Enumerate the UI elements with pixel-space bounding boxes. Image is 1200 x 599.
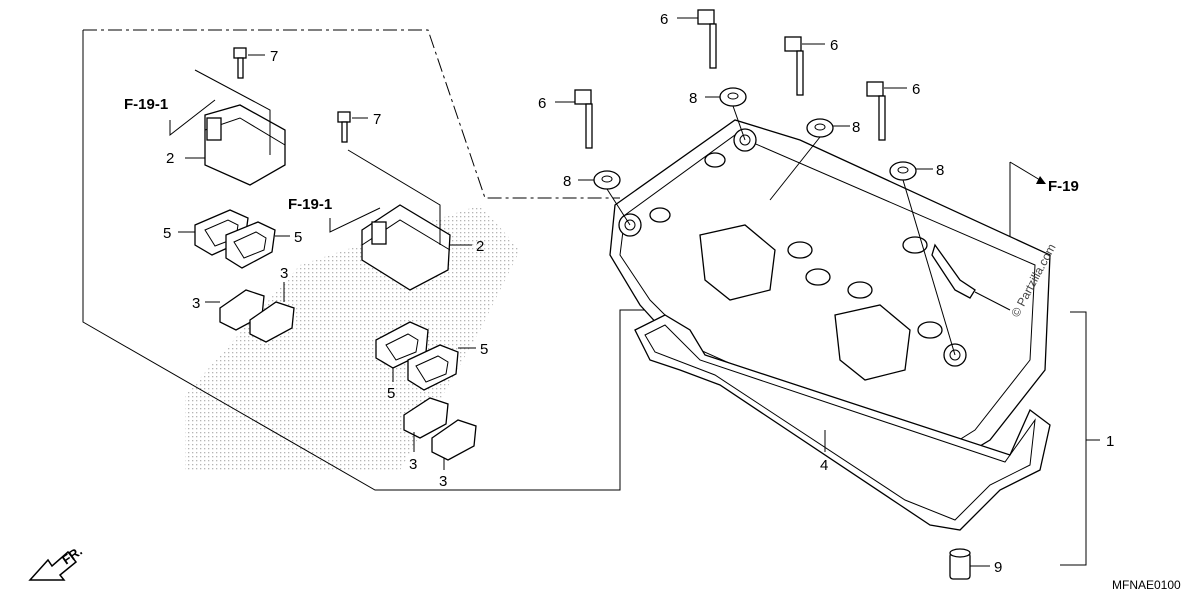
- left-assembly-frame: [83, 29, 620, 199]
- callout-3-c: 3: [409, 456, 417, 473]
- callout-3-b: 3: [280, 265, 288, 282]
- f19-1-pointer-left-b: [169, 99, 216, 137]
- callout-8-a: 8: [563, 173, 571, 190]
- callout-6-c: 6: [830, 37, 838, 54]
- bolt-part-7-b: [337, 111, 368, 143]
- bolt-part-6-a: [555, 89, 593, 149]
- gasket-inner-edge: [644, 324, 1036, 521]
- guide-bolt-a: [606, 188, 631, 226]
- bolt-part-6-c: [784, 36, 825, 96]
- part-9-plug: [949, 548, 990, 580]
- f19-1-pointer-right-b: [329, 207, 381, 233]
- callout-3-a: 3: [192, 295, 200, 312]
- callout-8-b: 8: [689, 90, 697, 107]
- callout-9: 9: [994, 559, 1002, 576]
- diagram-code: MFNAE0100: [1112, 578, 1181, 592]
- callout-5-d: 5: [387, 385, 395, 402]
- callout-7-a: 7: [270, 48, 278, 65]
- breather-cover-right: [361, 204, 472, 291]
- f19-arrowhead: [1036, 176, 1046, 184]
- ref-f19-1-left: F-19-1: [124, 96, 168, 113]
- callout-8-d: 8: [936, 162, 944, 179]
- callout-6-b: 6: [660, 11, 668, 28]
- callout-5-b: 5: [294, 229, 302, 246]
- right-bracket-1: [1060, 311, 1087, 566]
- washer-part-8-a: [578, 170, 621, 190]
- callout-1: 1: [1106, 433, 1114, 450]
- bolt-part-6-d: [866, 81, 907, 141]
- reed-valve-part-3-c: [403, 397, 449, 452]
- callout-5-a: 5: [163, 225, 171, 242]
- head-cover-gasket: [634, 314, 1051, 531]
- bolt-part-7-a: [233, 47, 265, 79]
- front-direction-arrow: [28, 550, 78, 581]
- reed-valve-part-3-b: [249, 282, 295, 343]
- left-assembly-frame-lower: [82, 30, 700, 491]
- f19-1-pointer-right: [347, 149, 441, 245]
- callout-6-d: 6: [912, 81, 920, 98]
- callout-2-right: 2: [476, 238, 484, 255]
- guide-bolt-c: [769, 136, 821, 201]
- callout-2-left: 2: [166, 150, 174, 167]
- callout-8-c: 8: [852, 119, 860, 136]
- callout-6-a: 6: [538, 95, 546, 112]
- ref-f19-1-right: F-19-1: [288, 196, 332, 213]
- guide-bolt-d: [902, 179, 956, 356]
- callout-3-d: 3: [439, 473, 447, 490]
- callout-7-b: 7: [373, 111, 381, 128]
- f19-1-pointer-left: [194, 69, 271, 155]
- washer-part-8-d: [889, 161, 933, 181]
- washer-part-8-c: [806, 118, 850, 138]
- f19-arrow-line: [1009, 161, 1041, 181]
- reed-plate-part-5-d: [407, 344, 476, 391]
- cylinder-head-cover: [609, 119, 1051, 471]
- bolt-part-6-b: [677, 9, 717, 69]
- reed-valve-part-3-d: [431, 419, 477, 470]
- reed-plate-part-5-b: [225, 221, 290, 269]
- washer-part-8-b: [705, 87, 747, 107]
- guide-bolt-b: [732, 105, 746, 141]
- callout-5-c: 5: [480, 341, 488, 358]
- callout-4: 4: [820, 457, 828, 474]
- ref-f19: F-19: [1048, 178, 1079, 195]
- breather-cover-left: [185, 104, 286, 186]
